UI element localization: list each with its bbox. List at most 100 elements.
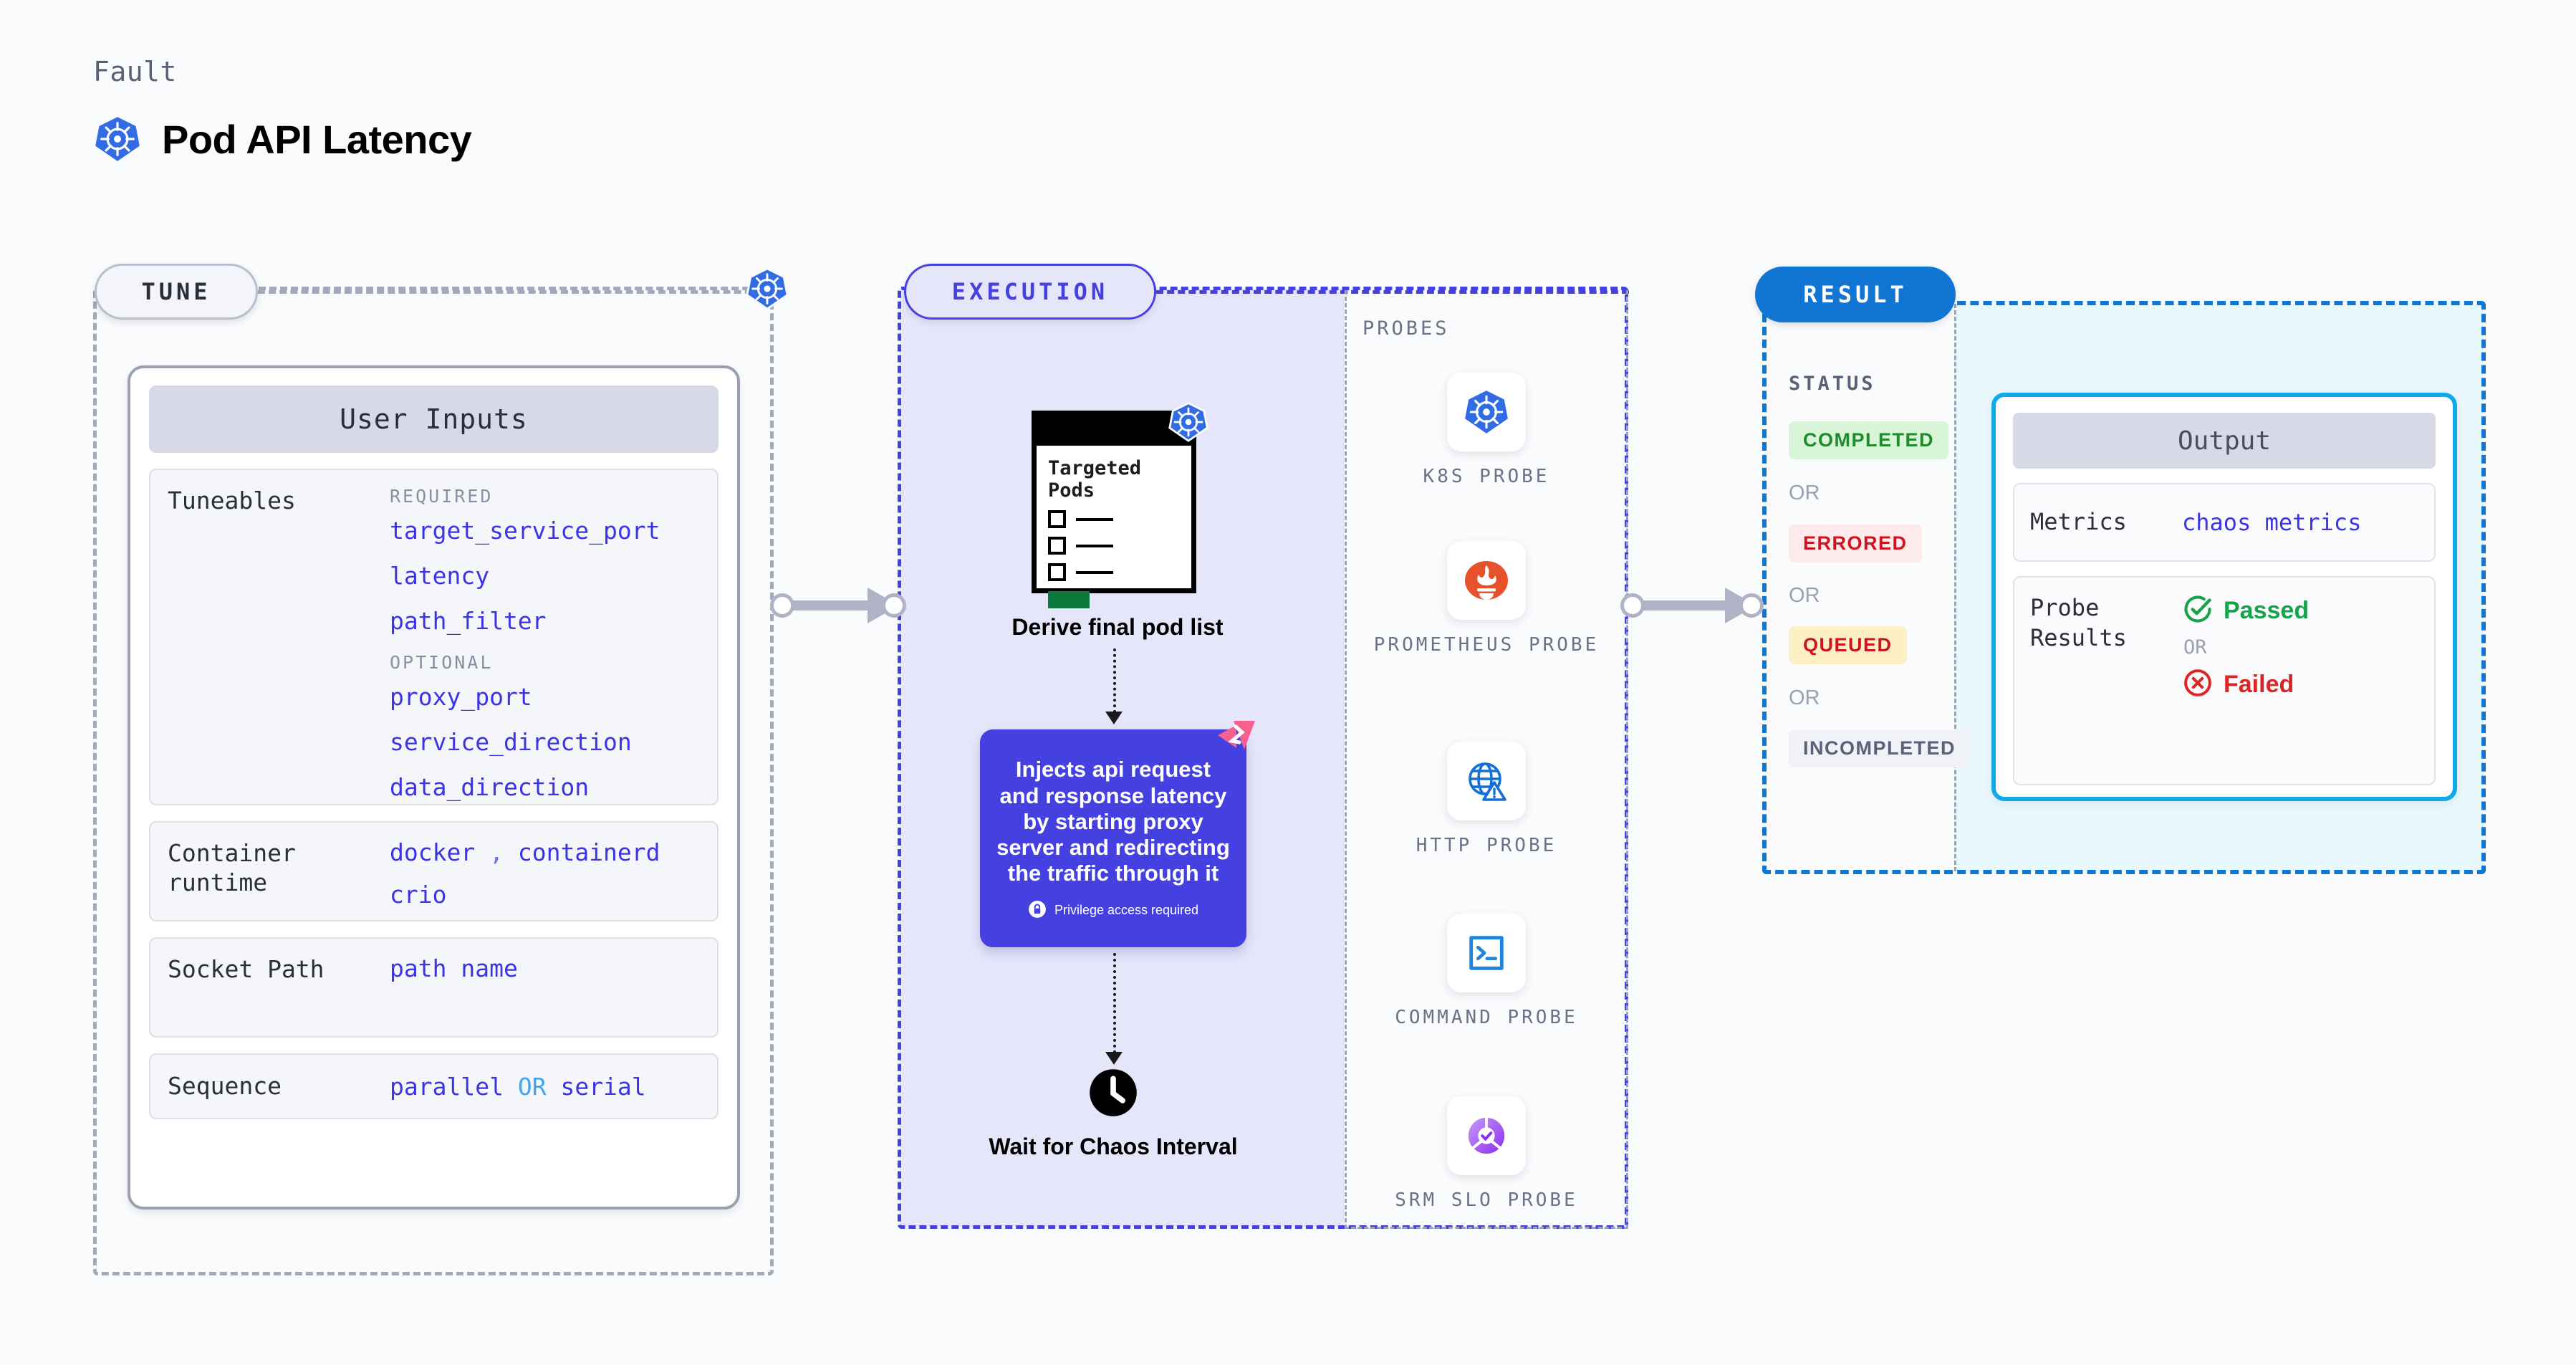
tuneables-section: Tuneables REQUIRED target_service_port l… <box>149 469 719 805</box>
wait-interval-caption: Wait for Chaos Interval <box>989 1134 1238 1159</box>
placeholder-line <box>1076 517 1113 521</box>
tune-connector-line <box>258 290 774 294</box>
tuneable-item[interactable]: target_service_port <box>390 517 660 545</box>
kubernetes-icon <box>745 267 789 314</box>
probe-result-or: OR <box>2183 636 2207 658</box>
kubernetes-icon <box>1447 373 1526 451</box>
probe-result-passed: Passed <box>2182 593 2309 628</box>
sequence-or: OR <box>517 1072 547 1101</box>
list-item <box>1048 510 1180 529</box>
progress-bar <box>1048 591 1090 609</box>
result-panel <box>1762 301 2486 874</box>
socket-path-section: Socket Path path name <box>149 937 719 1038</box>
flow-line <box>1113 648 1116 713</box>
probes-panel <box>1345 290 1628 1229</box>
sequence-section: Sequence parallel OR serial <box>149 1053 719 1119</box>
runtime-value: containerd <box>517 838 660 866</box>
probe-label: SRM SLO PROBE <box>1395 1189 1578 1211</box>
probes-title: PROBES <box>1363 317 1450 340</box>
tuneable-item[interactable]: proxy_port <box>390 683 532 711</box>
inject-description: Injects api request and response latency… <box>996 757 1230 886</box>
targeted-pods-title: Targeted Pods <box>1048 457 1142 502</box>
status-badge-queued: QUEUED <box>1789 626 1907 664</box>
probe-item-command[interactable]: COMMAND PROBE <box>1345 914 1628 1030</box>
probe-result-failed: Failed <box>2182 667 2309 701</box>
terminal-icon <box>1447 914 1526 992</box>
execution-connector-line <box>1156 290 1629 294</box>
privilege-note: Privilege access required <box>1028 900 1198 921</box>
value-separator: , <box>489 838 504 866</box>
kubernetes-icon <box>93 115 142 163</box>
status-or: OR <box>1789 584 1820 607</box>
chaos-mark-icon <box>1212 717 1258 762</box>
status-title: STATUS <box>1789 373 1876 395</box>
metrics-row: Metrics chaos metrics <box>2013 483 2436 562</box>
list-item <box>1048 563 1180 582</box>
tuneable-item[interactable]: service_direction <box>390 728 632 756</box>
user-inputs-card: User Inputs Tuneables REQUIRED target_se… <box>128 365 740 1210</box>
connector-arrow-tune-execution <box>770 588 913 623</box>
kubernetes-icon <box>1168 401 1209 446</box>
inject-latency-card: Injects api request and response latency… <box>980 729 1246 947</box>
probe-item-prometheus[interactable]: PROMETHEUS PROBE <box>1345 541 1628 658</box>
connector-arrow-execution-result <box>1620 588 1771 623</box>
probe-item-http[interactable]: HTTP PROBE <box>1345 742 1628 858</box>
metrics-label: Metrics <box>2030 508 2127 536</box>
metrics-value: chaos metrics <box>2182 509 2362 536</box>
runtime-value: docker <box>390 838 476 866</box>
optional-header: OPTIONAL <box>390 652 494 673</box>
output-card: Output Metrics chaos metrics Probe Resul… <box>1991 393 2457 801</box>
tuneable-item[interactable]: latency <box>390 562 490 590</box>
page-title-text: Pod API Latency <box>162 116 472 162</box>
result-divider <box>1954 304 1956 871</box>
status-or: OR <box>1789 482 1820 504</box>
placeholder-line <box>1076 544 1113 547</box>
status-badge-incompleted: INCOMPLETED <box>1789 729 1971 767</box>
fault-eyebrow: Fault <box>93 56 177 87</box>
container-runtime-label: Container runtime <box>168 839 296 897</box>
probe-label: K8S PROBE <box>1423 466 1550 487</box>
socket-path-label: Socket Path <box>168 955 325 983</box>
probe-results-row: Probe Results Passed OR <box>2013 576 2436 785</box>
page-title: Pod API Latency <box>93 115 472 163</box>
globe-warning-icon <box>1447 742 1526 820</box>
sequence-value-a: parallel <box>390 1072 504 1101</box>
checkbox-icon <box>1048 563 1066 582</box>
probe-item-srm-slo[interactable]: SRM SLO PROBE <box>1345 1096 1628 1213</box>
tuneable-item[interactable]: data_direction <box>390 773 590 801</box>
result-stage-pill[interactable]: RESULT <box>1755 267 1956 322</box>
user-inputs-title: User Inputs <box>149 385 719 453</box>
failed-text: Failed <box>2224 670 2294 698</box>
container-runtime-section: Container runtime docker , containerd cr… <box>149 821 719 921</box>
socket-path-value: path name <box>390 954 518 982</box>
output-title: Output <box>2013 413 2436 469</box>
probe-label: PROMETHEUS PROBE <box>1373 634 1600 656</box>
derive-pod-list-caption: Derive final pod list <box>1011 614 1224 640</box>
check-circle-icon <box>2182 593 2214 628</box>
x-circle-icon <box>2182 667 2214 701</box>
clock-icon <box>1088 1068 1138 1121</box>
checkbox-icon <box>1048 510 1066 529</box>
status-badge-errored: ERRORED <box>1789 525 1922 562</box>
prometheus-icon <box>1447 541 1526 620</box>
probe-item-k8s[interactable]: K8S PROBE <box>1345 373 1628 489</box>
status-badge-completed: COMPLETED <box>1789 421 1949 459</box>
card-titlebar <box>1037 416 1191 446</box>
passed-text: Passed <box>2224 596 2310 624</box>
tune-stage-pill[interactable]: TUNE <box>95 264 258 320</box>
list-item <box>1048 537 1180 555</box>
flow-line <box>1113 953 1116 1053</box>
privilege-text: Privilege access required <box>1054 903 1199 918</box>
execution-stage-pill[interactable]: EXECUTION <box>904 264 1156 320</box>
tuneable-item[interactable]: path_filter <box>390 607 547 635</box>
sequence-value-b: serial <box>560 1072 646 1101</box>
flow-arrowhead <box>1105 1052 1123 1065</box>
probe-label: HTTP PROBE <box>1416 835 1557 856</box>
tuneables-label: Tuneables <box>168 487 296 514</box>
probe-label: COMMAND PROBE <box>1395 1007 1578 1028</box>
runtime-value: crio <box>390 881 447 909</box>
status-or: OR <box>1789 686 1820 709</box>
targeted-pods-card: Targeted Pods <box>1032 411 1196 609</box>
required-header: REQUIRED <box>390 486 494 507</box>
